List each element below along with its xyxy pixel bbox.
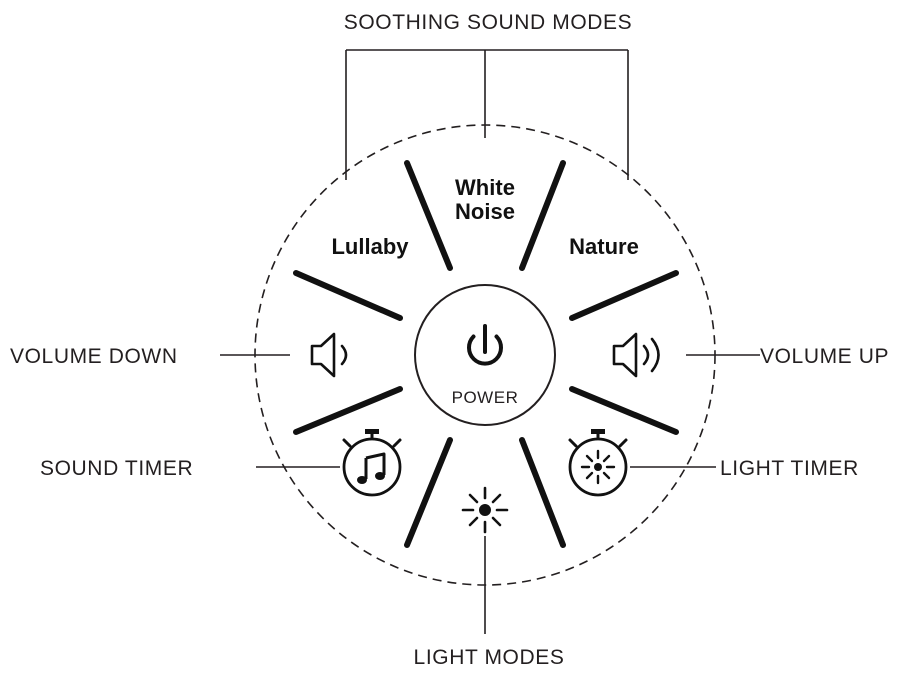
stopwatch-music-note-icon [342,429,402,497]
speaker-high-icon [612,332,660,378]
white-noise-label-line1: White [455,175,515,200]
volume-down-button[interactable] [310,332,348,378]
lullaby-button[interactable]: Lullaby [331,234,409,259]
light-timer-label: LIGHT TIMER [720,457,859,480]
volume-up-button[interactable] [612,332,660,378]
power-button[interactable]: POWER [414,284,556,426]
soothing-sound-modes-bracket [345,49,629,180]
light-modes-label: LIGHT MODES [414,646,565,669]
white-noise-button[interactable]: White Noise [455,175,515,224]
sound-timer-button[interactable] [342,429,402,497]
stopwatch-sun-icon [568,429,628,497]
volume-up-label: VOLUME UP [760,345,889,368]
light-modes-button[interactable] [461,486,509,534]
sun-icon [461,486,509,534]
lullaby-label: Lullaby [331,234,409,259]
nature-button[interactable]: Nature [569,234,639,259]
speaker-low-icon [310,332,348,378]
nature-label: Nature [569,234,639,259]
segment-dividers [293,160,679,548]
soothing-sound-modes-label: SOOTHING SOUND MODES [344,11,633,34]
power-icon [467,324,503,366]
power-label: POWER [452,388,519,407]
volume-down-label: VOLUME DOWN [10,345,178,368]
sound-timer-label: SOUND TIMER [40,457,193,480]
white-noise-label-line2: Noise [455,199,515,224]
light-timer-button[interactable] [568,429,628,497]
